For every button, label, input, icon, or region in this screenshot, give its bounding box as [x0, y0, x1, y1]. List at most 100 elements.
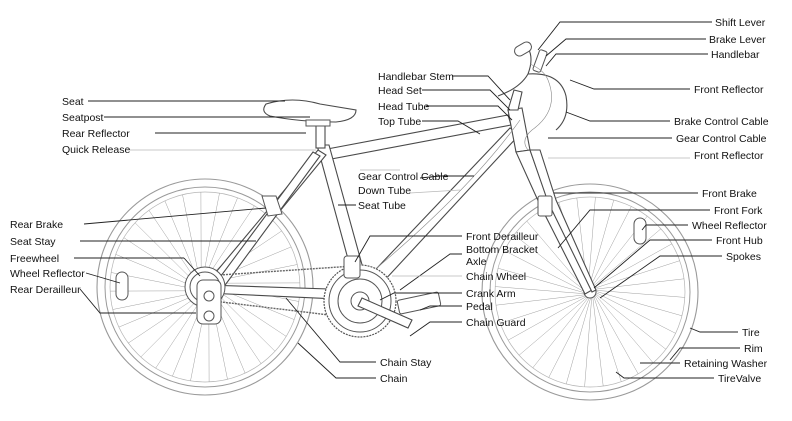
label-front-brake: Front Brake — [702, 188, 757, 200]
spoke — [118, 293, 198, 328]
label-rear-brake: Rear Brake — [10, 219, 63, 231]
spoke — [206, 205, 255, 278]
spoke — [214, 288, 287, 337]
rear-brake-shape — [261, 195, 283, 217]
crank-arm-shape — [357, 297, 413, 329]
label-shift-lever: Shift Lever — [715, 17, 766, 29]
spoke — [112, 292, 197, 310]
leader-lines — [74, 21, 740, 379]
front-wheel-spokes — [495, 197, 685, 387]
spoke — [590, 206, 632, 287]
gear-cable-shape — [371, 119, 521, 273]
spoke — [594, 295, 639, 375]
part-labels: Seat Seatpost Rear Reflector Quick Relea… — [10, 17, 769, 385]
label-front-reflector-mid: Front Reflector — [694, 150, 764, 162]
bicycle-illustration — [96, 41, 699, 401]
spoke — [148, 210, 197, 282]
label-handlebar: Handlebar — [711, 49, 760, 61]
label-axle: Axle — [466, 256, 487, 268]
spoke — [532, 297, 589, 368]
label-rim: Rim — [744, 343, 763, 355]
label-front-hub: Front Hub — [716, 235, 763, 247]
label-brake-lever: Brake Lever — [709, 34, 766, 46]
spoke — [497, 267, 585, 293]
spoke — [584, 297, 592, 387]
label-seat-stay: Seat Stay — [10, 236, 56, 248]
label-chain-wheel: Chain Wheel — [466, 271, 526, 283]
pedal-shape — [396, 291, 442, 315]
spoke — [214, 290, 276, 352]
label-handlebar-stem: Handlebar Stem — [378, 71, 454, 83]
spoke — [128, 295, 200, 344]
label-seat: Seat — [62, 96, 84, 108]
label-front-derailleur: Front Derailleur — [466, 231, 539, 243]
spoke — [595, 294, 654, 364]
spoke — [595, 293, 666, 350]
label-wheel-reflector-rear: Wheel Reflector — [10, 268, 85, 280]
spoke — [595, 291, 683, 317]
label-rear-derailleur: Rear Derailleur — [10, 284, 81, 296]
label-head-tube: Head Tube — [378, 101, 430, 113]
front-brake-shape — [537, 195, 553, 217]
label-retaining-washer: Retaining Washer — [684, 358, 768, 370]
label-gear-control-cable-right: Gear Control Cable — [676, 133, 767, 145]
spoke — [500, 295, 586, 324]
label-top-tube: Top Tube — [378, 116, 421, 128]
label-head-set: Head Set — [378, 85, 422, 97]
spoke — [592, 228, 662, 287]
label-down-tube: Down Tube — [358, 185, 411, 197]
label-chain-guard: Chain Guard — [466, 317, 526, 329]
label-rear-reflector: Rear Reflector — [62, 128, 130, 140]
spoke — [589, 199, 615, 287]
spoke — [155, 296, 204, 369]
spoke — [514, 234, 585, 291]
spoke — [588, 197, 596, 287]
label-crank-arm: Crank Arm — [466, 288, 516, 300]
label-front-reflector-top: Front Reflector — [694, 84, 764, 96]
spoke — [518, 297, 588, 356]
label-spokes: Spokes — [726, 251, 761, 263]
label-bottom-bracket: Bottom Bracket — [466, 244, 538, 256]
label-chain: Chain — [380, 373, 408, 385]
spoke — [548, 297, 590, 378]
label-tire-valve: TireValve — [718, 373, 761, 385]
spoke — [134, 222, 196, 284]
label-front-fork: Front Fork — [714, 205, 763, 217]
rear-derailleur-shape — [196, 279, 222, 325]
spoke — [593, 243, 673, 288]
spoke — [595, 278, 685, 290]
front-wheel — [481, 183, 699, 401]
label-tire: Tire — [742, 327, 760, 339]
front-wheel-reflector-shape — [633, 217, 647, 245]
rear-wheel-reflector-shape — [115, 271, 129, 301]
spoke — [593, 296, 622, 382]
spoke — [565, 297, 591, 385]
label-wheel-reflector-front: Wheel Reflector — [692, 220, 767, 232]
label-chain-stay: Chain Stay — [380, 357, 432, 369]
chain-shape — [204, 265, 355, 319]
label-seat-tube: Seat Tube — [358, 200, 406, 212]
label-gear-control-cable-mid: Gear Control Cable — [358, 171, 449, 183]
spoke — [504, 250, 585, 292]
spoke — [164, 200, 199, 280]
spoke — [123, 237, 196, 286]
label-pedal: Pedal — [466, 301, 493, 313]
spoke — [595, 290, 685, 298]
brake-cable-shape — [524, 79, 552, 151]
label-seatpost: Seatpost — [62, 112, 104, 124]
spoke — [594, 260, 680, 289]
handlebar-assembly — [497, 41, 568, 131]
spoke — [140, 296, 202, 358]
spoke — [526, 220, 585, 290]
label-brake-control-cable: Brake Control Cable — [674, 116, 769, 128]
spoke — [592, 297, 604, 387]
label-freewheel: Freewheel — [10, 253, 59, 265]
spoke — [115, 254, 196, 288]
spoke — [595, 292, 676, 334]
seat-assembly — [263, 99, 357, 149]
spoke — [507, 296, 587, 341]
spoke — [182, 194, 200, 279]
spoke — [495, 294, 585, 306]
